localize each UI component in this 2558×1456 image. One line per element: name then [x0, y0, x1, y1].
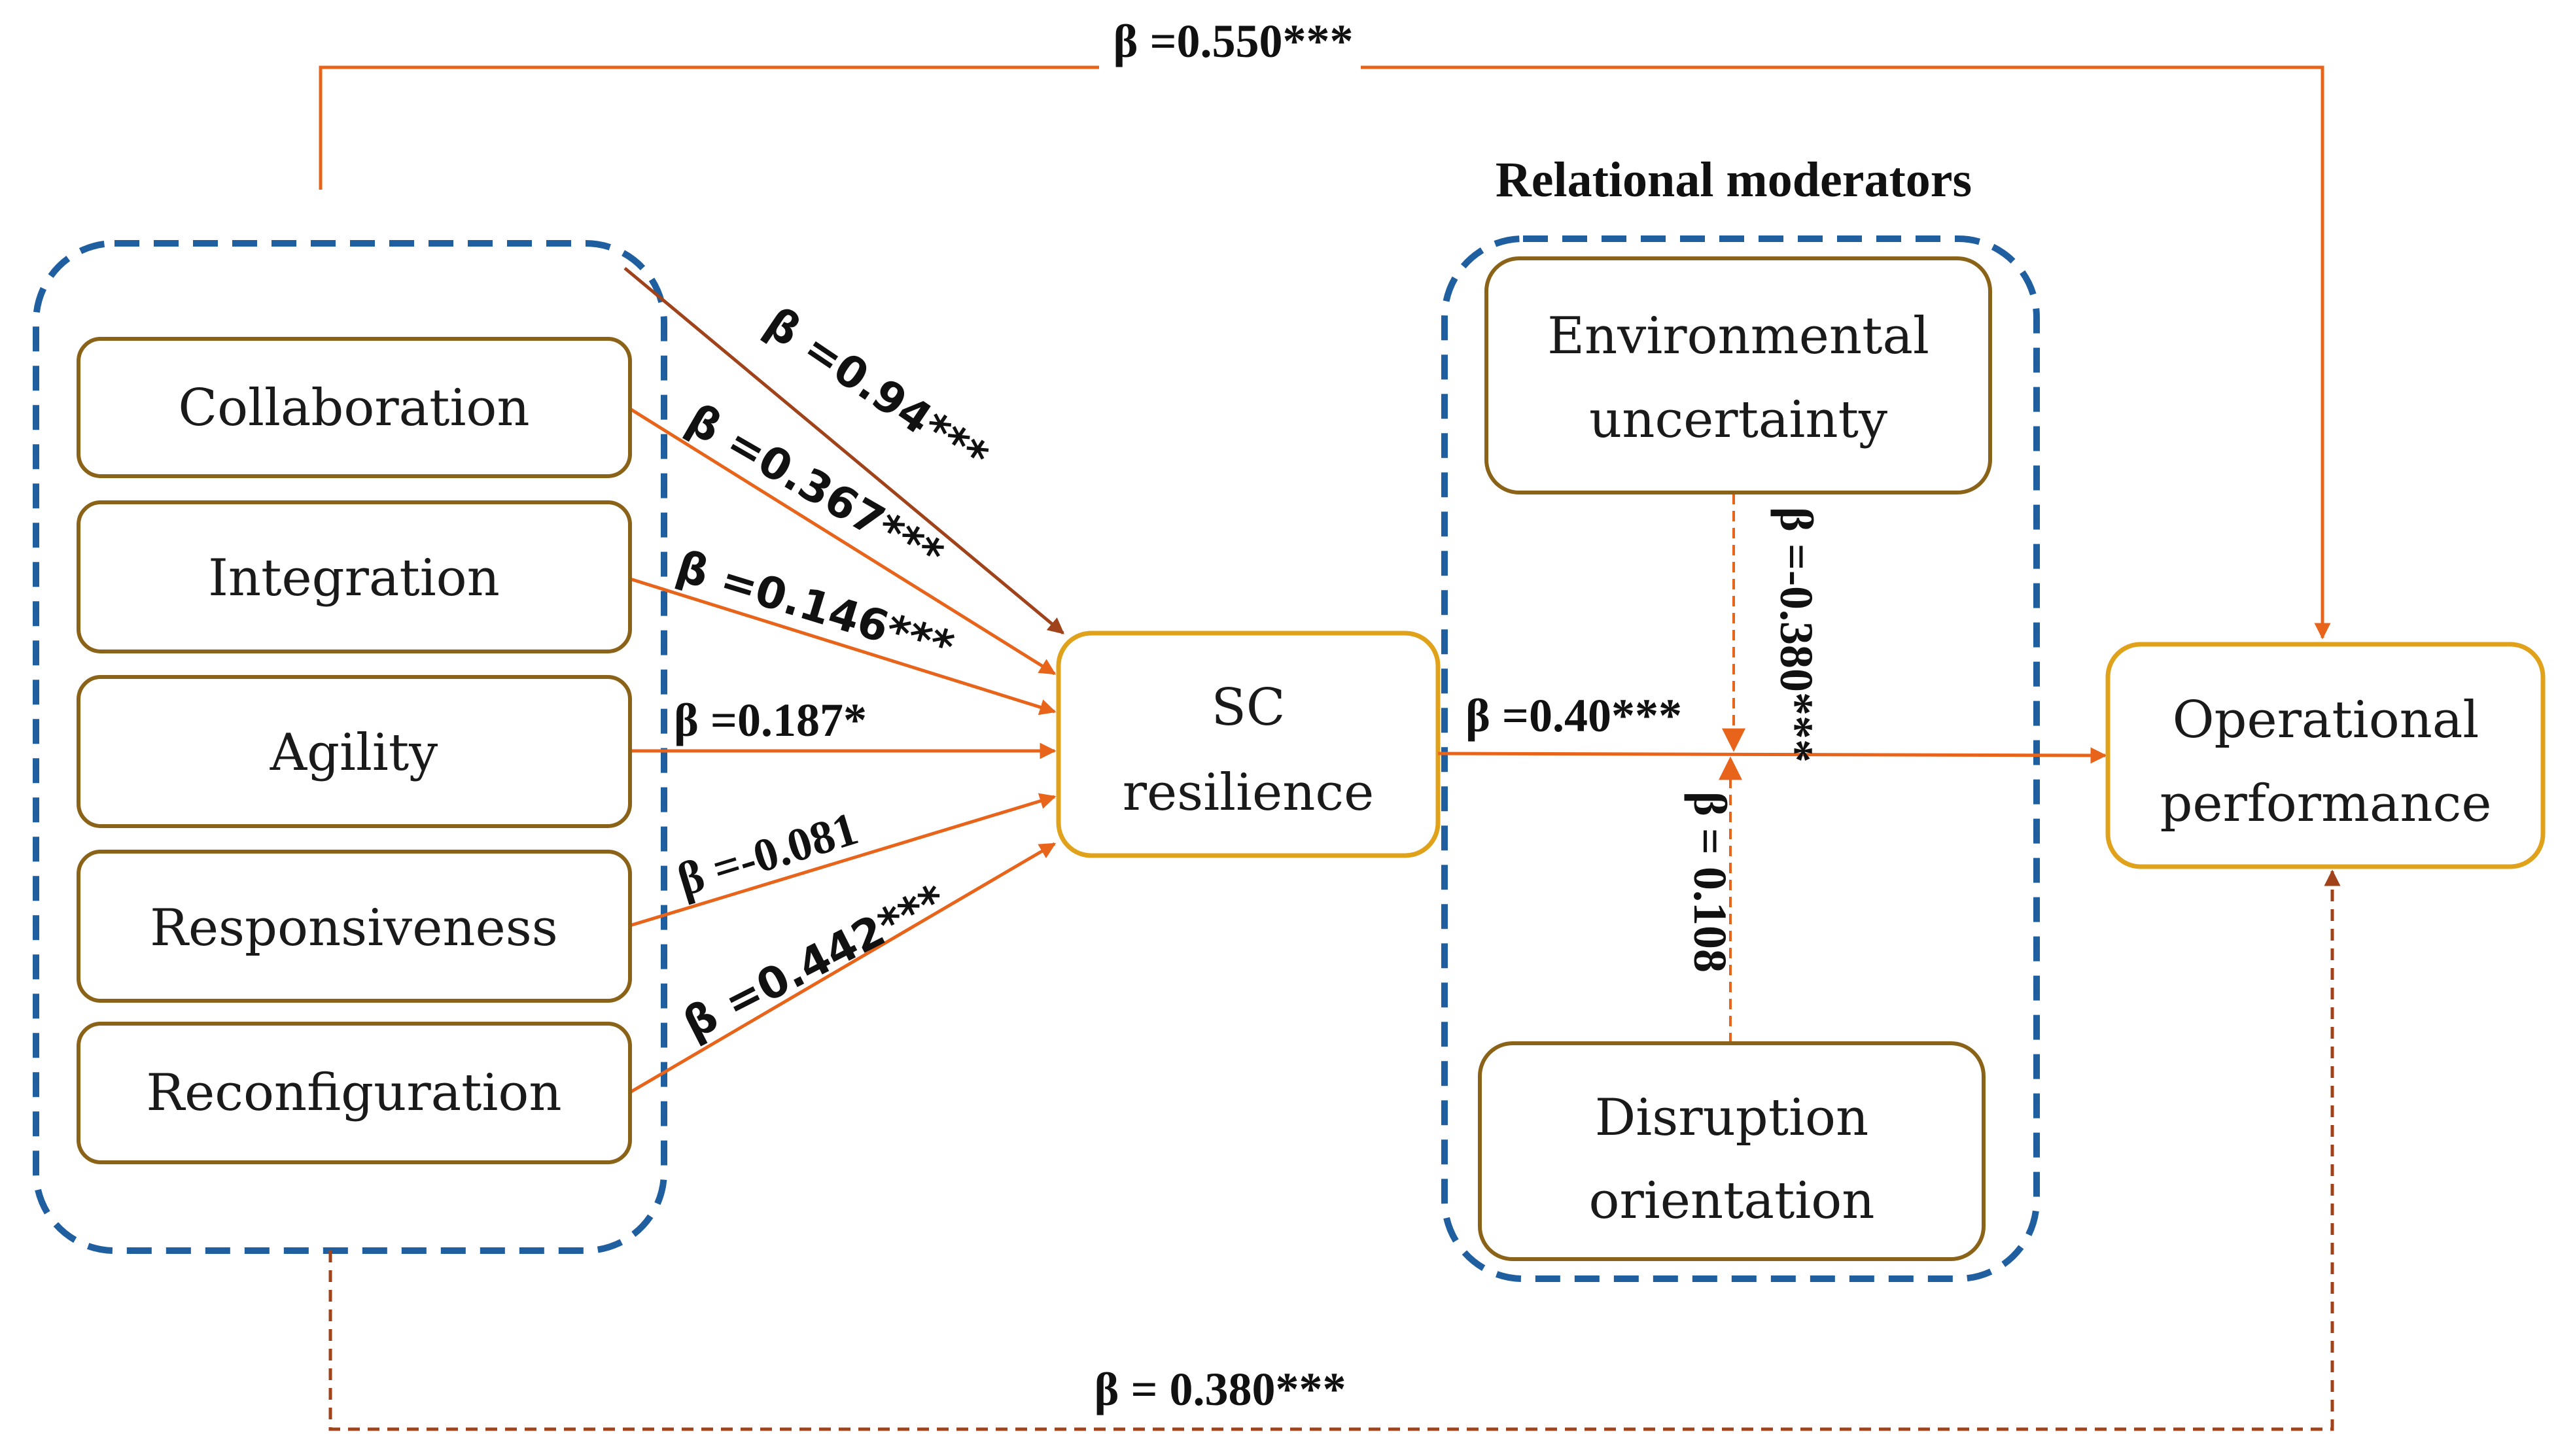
relational-moderators-group [1441, 235, 2040, 1282]
box-operational-performance: Operational performance [2105, 642, 2546, 869]
beta-disruption-moderation: β = 0.108 [1684, 791, 1736, 973]
path-resilience-to-operational [1437, 747, 2107, 764]
svg-text:Responsiveness: Responsiveness [150, 899, 558, 958]
capabilities-group [33, 240, 667, 1254]
svg-text:uncertainty: uncertainty [1589, 390, 1887, 449]
svg-text:Collaboration: Collaboration [178, 379, 529, 438]
svg-text:Integration: Integration [208, 549, 500, 608]
svg-text:Agility: Agility [270, 723, 438, 782]
box-collaboration: Collaboration [77, 337, 632, 478]
beta-agility: β =0.187* [674, 694, 867, 746]
box-responsiveness: Responsiveness [77, 850, 632, 1003]
path-collaboration [629, 407, 1057, 676]
box-integration: Integration [77, 500, 632, 653]
box-sc-resilience: SC resilience [1056, 631, 1441, 858]
svg-text:SC: SC [1211, 678, 1285, 737]
bottom-label-background [1073, 1362, 1367, 1421]
beta-group-to-operational-bottom: β = 0.380*** [1095, 1363, 1346, 1415]
path-responsiveness [629, 793, 1057, 927]
svg-text:resilience: resilience [1123, 763, 1375, 822]
svg-text:Disruption: Disruption [1595, 1088, 1868, 1147]
beta-responsiveness: β =-0.081 [671, 802, 864, 906]
beta-group-to-operational-top: β =0.550*** [1113, 15, 1354, 67]
box-reconfiguration: Reconfiguration [77, 1022, 632, 1164]
path-group-to-resilience [623, 267, 1064, 634]
beta-resilience-to-operational: β =0.40*** [1465, 689, 1682, 742]
svg-text:Environmental: Environmental [1547, 307, 1929, 366]
svg-text:performance: performance [2160, 774, 2491, 833]
box-agility: Agility [77, 675, 632, 828]
svg-text:Reconfiguration: Reconfiguration [146, 1064, 561, 1122]
svg-text:Operational: Operational [2173, 691, 2479, 750]
path-group-to-operational-bottom [328, 869, 2341, 1431]
path-integration [629, 577, 1057, 716]
box-environmental-uncertainty: Environmental uncertainty [1484, 256, 1992, 494]
relational-moderators-heading: Relational moderators [1496, 152, 1972, 207]
svg-text:orientation: orientation [1589, 1171, 1875, 1230]
box-disruption-orientation: Disruption orientation [1478, 1041, 1986, 1261]
beta-env-moderation: β =-0.380*** [1770, 507, 1823, 763]
top-label-background [1099, 20, 1361, 78]
path-reconfiguration [629, 842, 1057, 1094]
